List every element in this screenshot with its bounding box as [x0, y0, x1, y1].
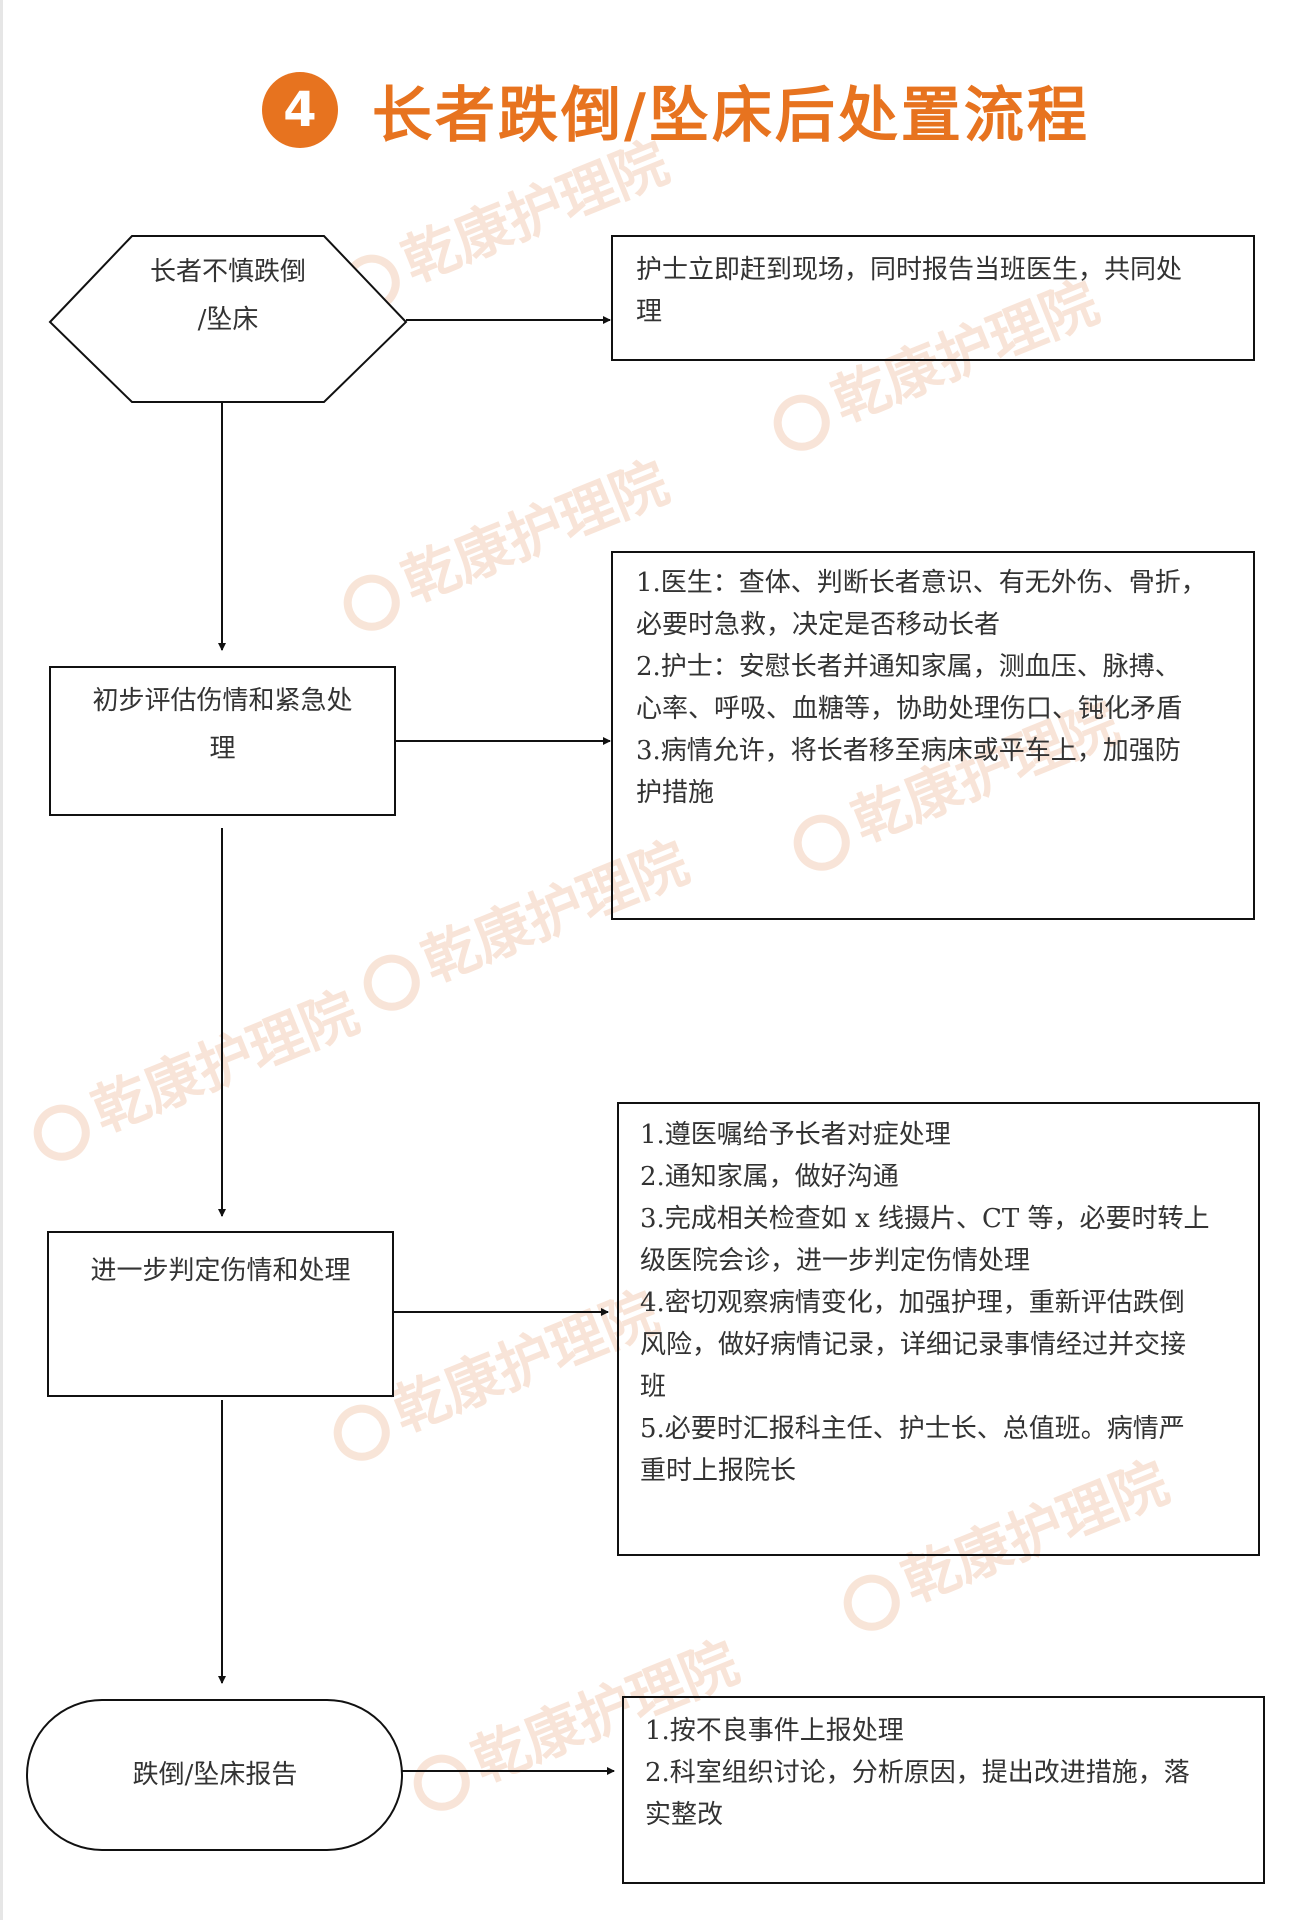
hexagon-node-fall — [48, 235, 408, 403]
detail-line: 级医院会诊，进一步判定伤情处理 — [640, 1246, 1031, 1276]
detail-line: 护措施 — [636, 778, 715, 808]
detail-line: 必要时急救，决定是否移动长者 — [636, 610, 1001, 640]
step-label-line: 长者不慎跌倒 — [149, 257, 306, 287]
detail-line: 1.遵医嘱给予长者对症处理 — [640, 1120, 951, 1150]
step-label-line: 跌倒/坠床报告 — [132, 1760, 298, 1790]
detail-line: 1.按不良事件上报处理 — [645, 1716, 904, 1746]
step-label-fall: 长者不慎跌倒 /坠床 — [120, 248, 336, 344]
detail-line: 4.密切观察病情变化，加强护理，重新评估跌倒 — [640, 1288, 1185, 1318]
step-label-line: 初步评估伤情和紧急处 — [92, 686, 353, 716]
rect-node-further-judgment — [47, 1231, 394, 1397]
detail-box-3-frame — [617, 1102, 1260, 1556]
step-label-further-judgment: 进一步判定伤情和处理 — [58, 1247, 383, 1295]
step-label-line: 理 — [209, 734, 236, 764]
detail-box-1: 护士立即赶到现场，同时报告当班医生，共同处 理 — [636, 249, 1248, 333]
detail-line: 2.科室组织讨论，分析原因，提出改进措施，落 — [645, 1758, 1190, 1788]
step-number-badge: 4 — [262, 72, 338, 148]
step-label-line: /坠床 — [197, 305, 259, 335]
detail-line: 班 — [640, 1372, 667, 1402]
detail-line: 5.必要时汇报科主任、护士长、总值班。病情严 — [640, 1414, 1185, 1444]
detail-line: 3.完成相关检查如 x 线摄片、CT 等，必要时转上 — [640, 1204, 1210, 1234]
detail-line: 重时上报院长 — [640, 1456, 797, 1486]
detail-box-2: 1.医生：查体、判断长者意识、有无外伤、骨折， 必要时急救，决定是否移动长者 2… — [636, 562, 1248, 814]
detail-box-2-frame — [611, 551, 1255, 920]
detail-line: 心率、呼吸、血糖等，协助处理伤口、钝化矛盾 — [636, 694, 1183, 724]
detail-line: 1.医生：查体、判断长者意识、有无外伤、骨折， — [636, 568, 1207, 598]
rect-node-initial-assessment — [49, 666, 396, 816]
detail-line: 实整改 — [645, 1800, 724, 1830]
page-title: 4 长者跌倒/坠床后处置流程 — [262, 72, 1090, 151]
detail-box-3: 1.遵医嘱给予长者对症处理 2.通知家属，做好沟通 3.完成相关检查如 x 线摄… — [640, 1114, 1252, 1492]
detail-box-4-frame — [622, 1696, 1265, 1884]
detail-box-4: 1.按不良事件上报处理 2.科室组织讨论，分析原因，提出改进措施，落 实整改 — [645, 1710, 1257, 1836]
rounded-node-report — [26, 1699, 403, 1851]
detail-line: 护士立即赶到现场，同时报告当班医生，共同处 — [636, 255, 1183, 285]
detail-line: 3.病情允许，将长者移至病床或平车上，加强防 — [636, 736, 1181, 766]
step-label-line: 进一步判定伤情和处理 — [90, 1256, 351, 1286]
detail-line: 2.通知家属，做好沟通 — [640, 1162, 899, 1192]
detail-line: 风险，做好病情记录，详细记录事情经过并交接 — [640, 1330, 1187, 1360]
detail-line: 理 — [636, 297, 663, 327]
step-label-initial-assessment: 初步评估伤情和紧急处 理 — [60, 677, 385, 773]
title-text: 长者跌倒/坠床后处置流程 — [372, 80, 1090, 151]
left-edge-line — [0, 0, 3, 1920]
detail-line: 2.护士：安慰长者并通知家属，测血压、脉搏、 — [636, 652, 1181, 682]
step-label-report: 跌倒/坠床报告 — [40, 1751, 390, 1799]
detail-box-1-frame — [611, 235, 1255, 361]
